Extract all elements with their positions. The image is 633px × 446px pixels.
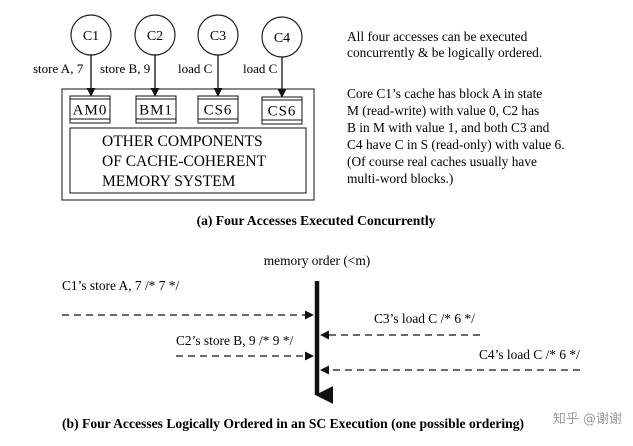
cache-c2: BM1 (135, 95, 177, 124)
memory-system-outer-border (61, 88, 315, 201)
note2-line-2: M (read-write) with value 0, C2 has (347, 103, 539, 118)
memory-system-line-2: OF CACHE-COHERENT (102, 153, 267, 170)
cache-c1: AM0 (69, 95, 111, 124)
watermark: 知乎 @谢谢 (553, 411, 622, 427)
note1-line-2: concurrently & be logically ordered. (347, 45, 542, 60)
core-c4-op: load C (243, 61, 277, 76)
access-c4-label: C4’s load C /* 6 */ (479, 347, 580, 362)
core-c1-op: store A, 7 (33, 61, 84, 76)
core-c2-op: store B, 9 (100, 61, 150, 76)
core-c4: C4 load C (243, 16, 303, 98)
cache-c3-label: CS6 (204, 103, 233, 119)
cache-c2-label: BM1 (139, 103, 173, 119)
memory-system-line-3: MEMORY SYSTEM (102, 173, 236, 190)
access-c3-load: C3’s load C /* 6 */ (320, 311, 480, 340)
cache-c4: CS6 (261, 96, 303, 125)
note2-line-6: multi-word blocks.) (347, 171, 453, 186)
note-cache-states: Core C1’s cache has block A in state M (… (347, 86, 565, 186)
access-c3-label: C3’s load C /* 6 */ (374, 311, 475, 326)
core-c1-label: C1 (83, 29, 99, 44)
note2-line-3: B in M with value 1, and both C3 and (347, 120, 550, 135)
access-c4-load: C4’s load C /* 6 */ (320, 347, 580, 375)
note2-line-5: (Of course real caches usually have (347, 154, 537, 169)
caption-a: (a) Four Accesses Executed Concurrently (197, 213, 436, 229)
cache-c3: CS6 (197, 95, 239, 124)
access-c1-label: C1’s store A, 7 /* 7 */ (62, 278, 179, 293)
note-concurrency: All four accesses can be executed concur… (347, 29, 542, 60)
core-c4-label: C4 (274, 31, 290, 46)
core-c2: C2 store B, 9 (100, 14, 176, 97)
core-c1: C1 store A, 7 (33, 14, 112, 97)
access-c1-store: C1’s store A, 7 /* 7 */ (62, 278, 314, 320)
core-c2-label: C2 (147, 29, 163, 44)
caption-b: (b) Four Accesses Logically Ordered in a… (62, 416, 524, 432)
note2-line-4: C4 have C in S (read-only) with value 6. (347, 137, 565, 152)
other-components-box (69, 127, 307, 194)
core-c3-label: C3 (210, 29, 226, 44)
cache-c4-label: CS6 (268, 104, 297, 120)
core-c3: C3 load C (178, 14, 239, 97)
core-c3-op: load C (178, 61, 212, 76)
access-c2-store: C2’s store B, 9 /* 9 */ (176, 333, 314, 361)
memory-order-label: memory order (<m) (264, 253, 370, 268)
note2-line-1: Core C1’s cache has block A in state (347, 86, 542, 101)
memory-system-box: AM0 BM1 CS6 CS6 OTHER COMPONENTS OF CACH… (61, 88, 315, 201)
memory-system-line-1: OTHER COMPONENTS (102, 133, 263, 150)
access-c2-label: C2’s store B, 9 /* 9 */ (176, 333, 293, 348)
note1-line-1: All four accesses can be executed (347, 29, 528, 44)
cache-c1-label: AM0 (73, 103, 108, 119)
